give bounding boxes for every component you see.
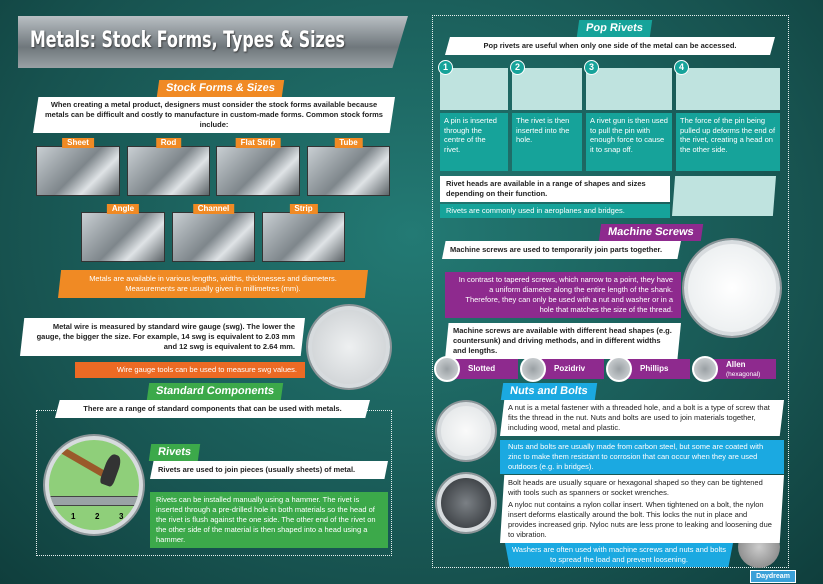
machine-screws-detail: In contrast to tapered screws, which nar… [445, 272, 681, 318]
photo-tube: Tube [307, 138, 390, 196]
step-1-number: 1 [438, 60, 453, 75]
step-3-number: 3 [584, 60, 599, 75]
drive-slotted: Slotted [434, 356, 518, 382]
photo-rod: Rod [127, 138, 210, 196]
phillips-icon [606, 356, 632, 382]
step-3-image [586, 68, 672, 110]
rivet-step-3: 3 [119, 512, 124, 521]
drive-pozidriv: Pozidriv [520, 356, 604, 382]
nyloc-text: A nyloc nut contains a nylon collar inse… [508, 500, 772, 539]
step-4-image [676, 68, 780, 110]
step-2-image [512, 68, 582, 110]
nuts-bolts-image [437, 402, 495, 460]
step-2-number: 2 [510, 60, 525, 75]
label-rod: Rod [155, 138, 182, 148]
title-banner [18, 16, 408, 68]
wire-gauge-image [308, 306, 390, 388]
photo-flat-strip: Flat Strip [216, 138, 300, 196]
rivets-heading: Rivets [148, 444, 201, 461]
drive-phillips: Phillips [606, 356, 690, 382]
photo-angle: Angle [81, 204, 165, 262]
logo: Daydream [750, 570, 796, 583]
step-4-text: The force of the pin being pulled up def… [676, 113, 780, 171]
label-tube: Tube [334, 138, 363, 148]
page-title: Metals: Stock Forms, Types & Sizes [30, 28, 345, 53]
photo-channel: Channel [172, 204, 255, 262]
machine-screws-image [684, 240, 780, 336]
slotted-icon [434, 356, 460, 382]
right-frame [432, 15, 789, 568]
step-1-text: A pin is inserted through the centre of … [440, 113, 508, 171]
stock-forms-note: Metals are available in various lengths,… [58, 270, 368, 298]
rivet-uses-text: Rivets are commonly used in aeroplanes a… [440, 204, 670, 218]
metal-sheet [49, 496, 139, 506]
hammer-handle [58, 445, 106, 478]
machine-screws-shapes: Machine screws are available with differ… [445, 323, 681, 359]
rivet-heads-image [672, 176, 776, 216]
label-sheet: Sheet [62, 138, 94, 148]
step-1-image [440, 68, 508, 110]
rivets-intro: Rivets are used to join pieces (usually … [150, 461, 388, 479]
label-angle: Angle [106, 204, 140, 214]
pop-rivets-heading: Pop Rivets [576, 20, 653, 37]
label-strip: Strip [289, 204, 318, 214]
photo-sheet: Sheet [36, 138, 120, 196]
rivet-heads-text: Rivet heads are available in a range of … [440, 176, 670, 202]
machine-screws-heading: Machine Screws [598, 224, 703, 241]
standard-intro: There are a range of standard components… [55, 400, 370, 418]
nuts-bolts-heading: Nuts and Bolts [500, 383, 597, 400]
pop-rivets-intro: Pop rivets are useful when only one side… [445, 37, 775, 55]
step-3-text: A rivet gun is then used to pull the pin… [586, 113, 672, 171]
drive-allen: Allen(hexagonal) [692, 356, 776, 382]
machine-screws-intro: Machine screws are used to temporarily j… [442, 241, 681, 259]
bolt-heads-text: Bolt heads are usually square or hexagon… [508, 478, 763, 497]
nuts-bolts-material: Nuts and bolts are usually made from car… [500, 440, 784, 474]
pozidriv-icon [520, 356, 546, 382]
wire-note: Wire gauge tools can be used to measure … [75, 362, 305, 378]
logo-text: Daydream [756, 573, 790, 580]
nuts-bolts-intro: A nut is a metal fastener with a threade… [500, 400, 784, 436]
wire-text: Metal wire is measured by standard wire … [20, 318, 305, 356]
rivets-detail: Rivets can be installed manually using a… [150, 492, 388, 548]
rivet-step-1: 1 [71, 512, 76, 521]
step-4-number: 4 [674, 60, 689, 75]
label-channel: Channel [192, 204, 235, 214]
standard-heading: Standard Components [146, 383, 284, 400]
hammer-head [98, 452, 124, 488]
stock-forms-intro: When creating a metal product, designers… [33, 97, 395, 133]
step-2-text: The rivet is then inserted into the hole… [512, 113, 582, 171]
washers-text: Washers are often used with machine scre… [505, 543, 733, 567]
label-flat-strip: Flat Strip [235, 138, 281, 148]
allen-icon [692, 356, 718, 382]
photo-strip: Strip [262, 204, 345, 262]
stock-forms-heading: Stock Forms & Sizes [156, 80, 285, 97]
rivet-hammer-image: 1 2 3 [45, 436, 143, 534]
nuts-bolts-details: Bolt heads are usually square or hexagon… [500, 475, 784, 543]
rivet-step-2: 2 [95, 512, 100, 521]
nyloc-nuts-image [437, 474, 495, 532]
